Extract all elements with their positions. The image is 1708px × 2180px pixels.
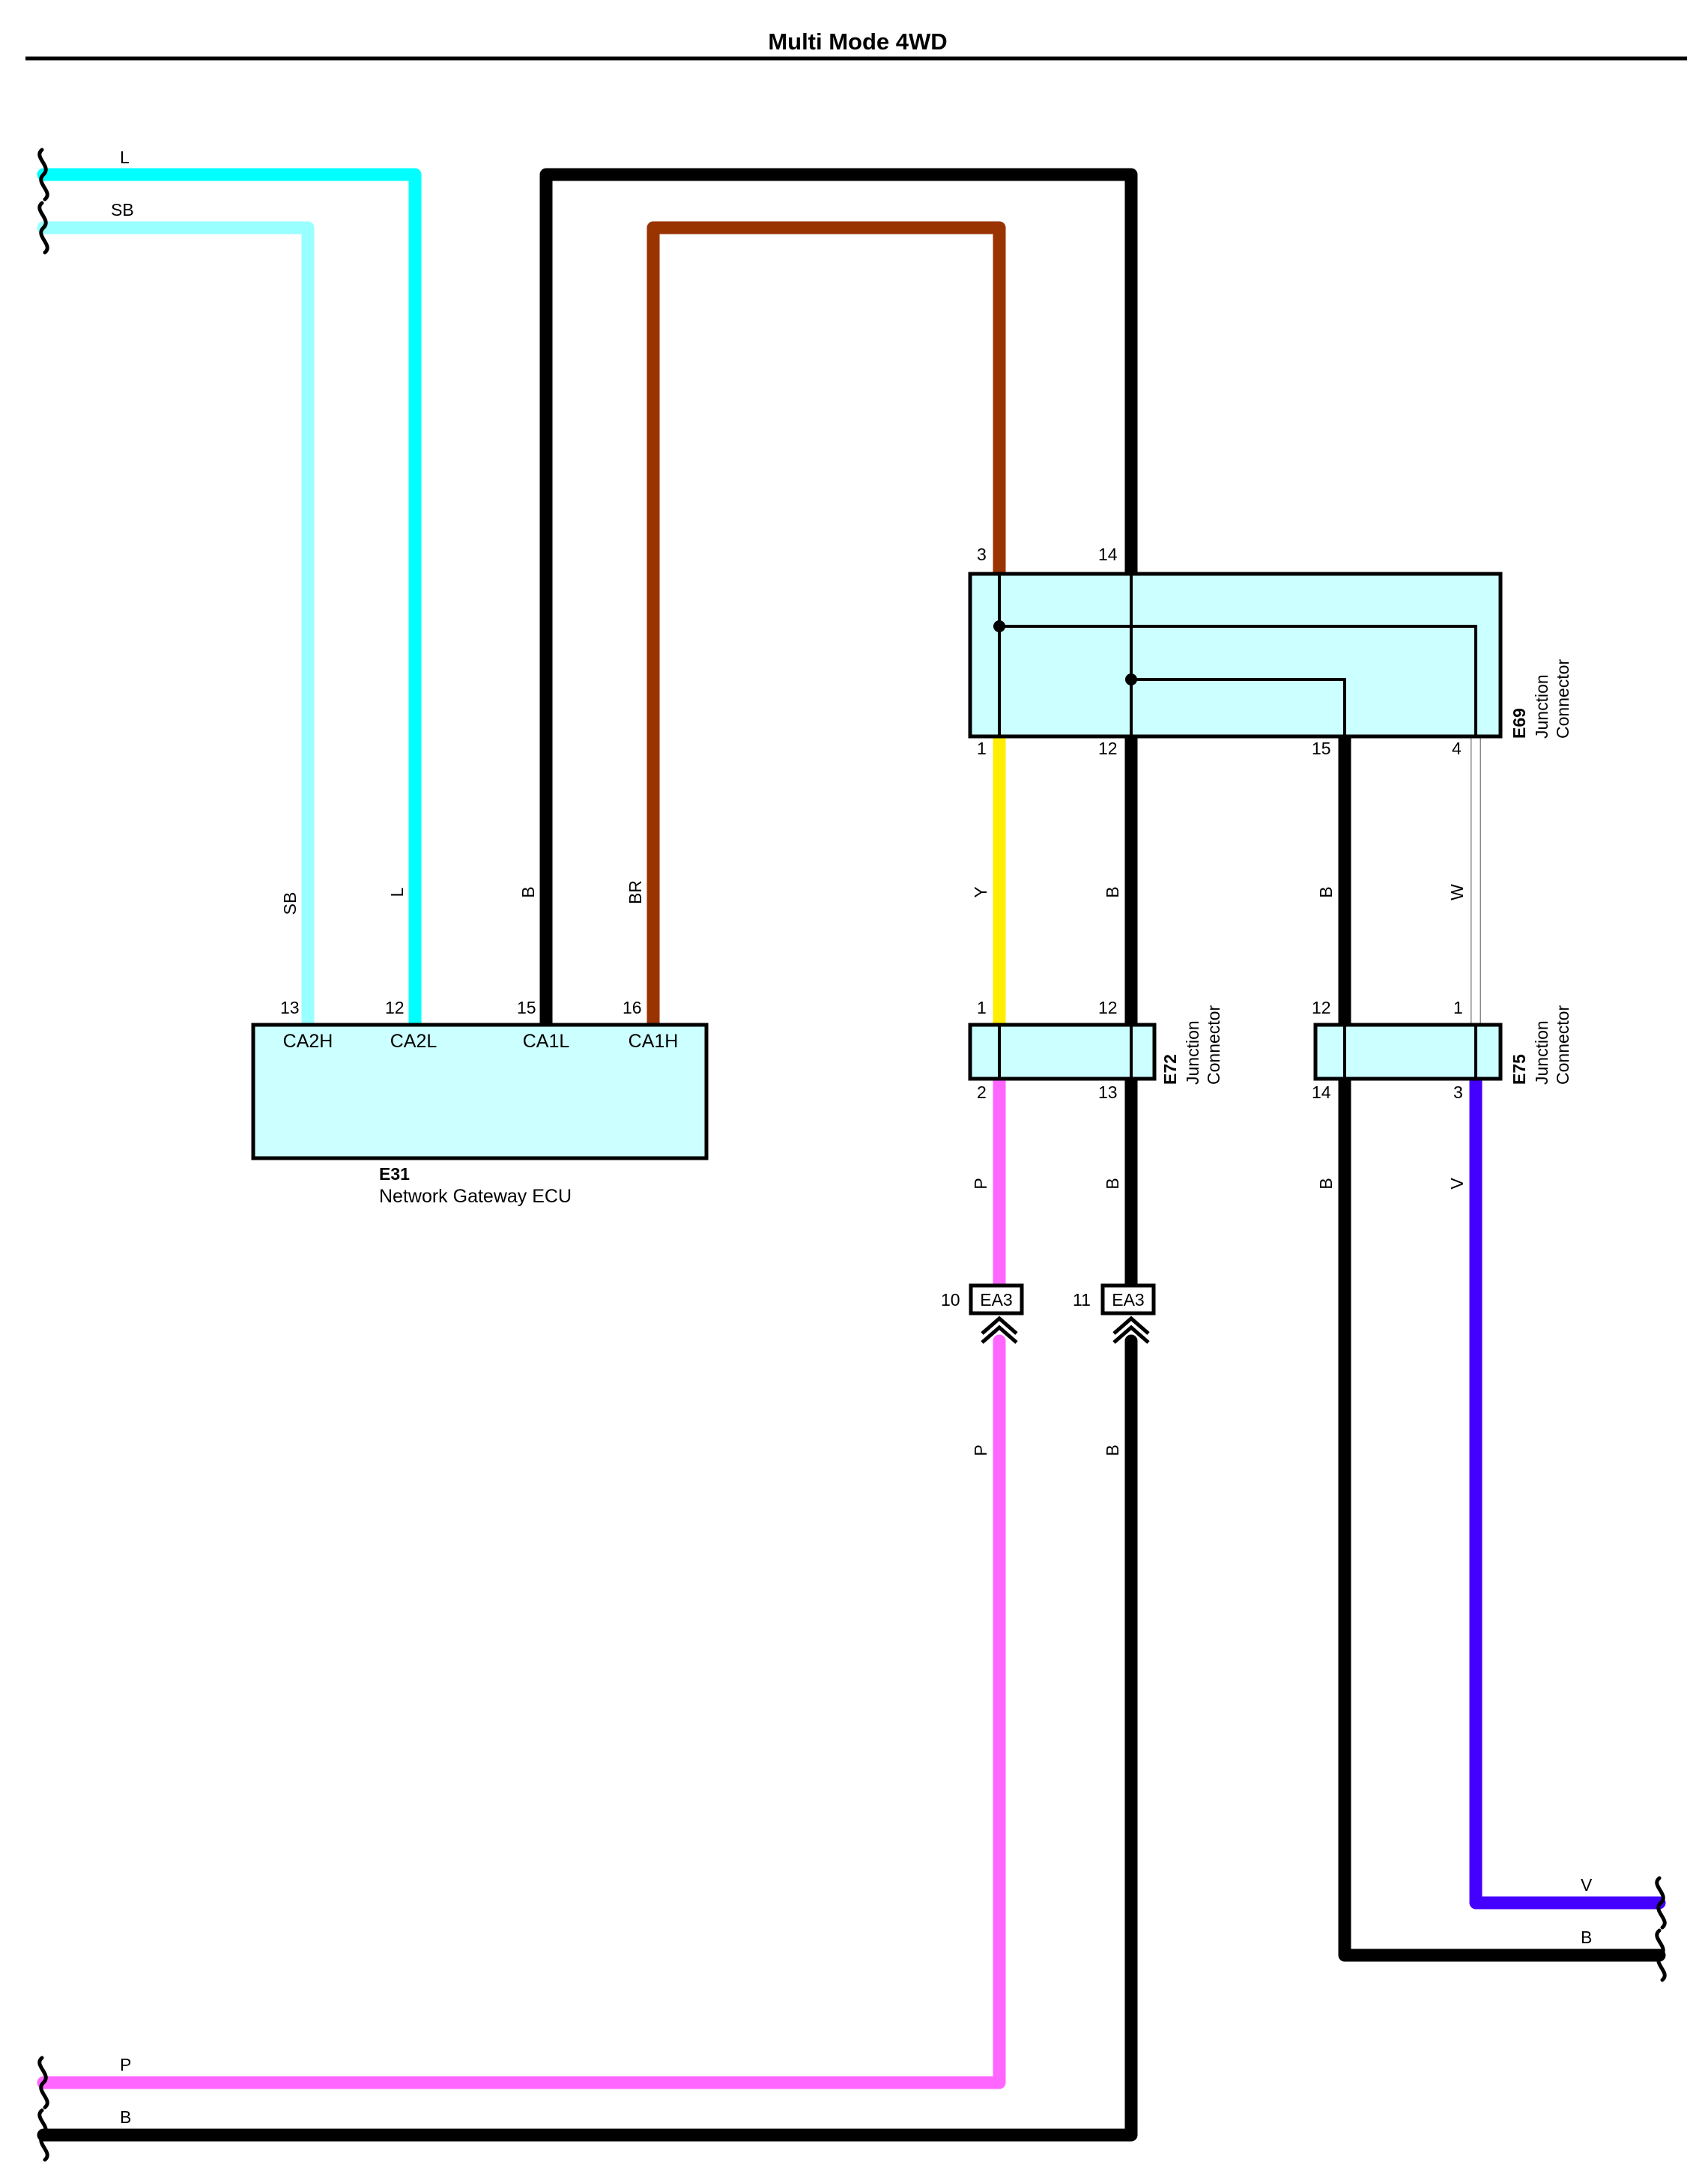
- wire-br-ecu-e69[interactable]: [646, 221, 1006, 1032]
- edge-label-b: B: [120, 2107, 131, 2127]
- edge-label-b-right: B: [1581, 1928, 1592, 1947]
- wire-color-label: V: [1447, 1178, 1467, 1190]
- edge-label-l: L: [120, 148, 130, 167]
- connector-e69[interactable]: 3 14 1 12 15 4 E69 Junction Connector: [968, 545, 1572, 758]
- pin-name: CA2L: [390, 1031, 437, 1052]
- edge-label-p: P: [120, 2055, 131, 2074]
- wire-color-label: P: [971, 1444, 990, 1456]
- connector-ea3-pin11[interactable]: EA3 11: [1073, 1283, 1156, 1344]
- pin-number: 12: [1098, 739, 1118, 758]
- pin-number: 13: [280, 998, 300, 1017]
- wire-p-ea3-left[interactable]: [37, 1334, 1006, 2089]
- pin-name: CA1L: [523, 1031, 570, 1052]
- wire-color-label: B: [1103, 1178, 1122, 1189]
- pin-number: 15: [1312, 739, 1331, 758]
- pin-number: 1: [1453, 998, 1463, 1017]
- connector-code: EA3: [1112, 1290, 1144, 1309]
- internal-bus: [998, 574, 1477, 736]
- connector-body: [1313, 1023, 1503, 1081]
- pin-number: 12: [1098, 998, 1118, 1017]
- left-wire-breaks: [37, 148, 49, 2162]
- component-code: E75: [1509, 1054, 1529, 1085]
- wire-sb-ecu[interactable]: [37, 221, 315, 1032]
- pin-number: 3: [1453, 1083, 1463, 1102]
- wires: [37, 168, 1666, 2142]
- double-chevron-icon: [981, 1315, 1018, 1344]
- wire-color-label: B: [1316, 886, 1336, 897]
- wire-color-label: B: [518, 886, 538, 897]
- connector-e75[interactable]: 12 1 14 3 E75 Junction Connector: [1312, 998, 1572, 1102]
- pin-number: 15: [517, 998, 536, 1017]
- connector-tag: [969, 1283, 1024, 1315]
- pin-number: 1: [977, 739, 987, 758]
- splice-dot: [1125, 673, 1137, 685]
- pin-number: 11: [1073, 1290, 1091, 1309]
- connector-ea3-pin10[interactable]: EA3 10: [941, 1283, 1024, 1344]
- connector-body: [968, 572, 1503, 739]
- pin-number: 2: [977, 1083, 987, 1102]
- pin-number: 1: [977, 998, 987, 1017]
- component-name-line: Junction: [1532, 1020, 1551, 1085]
- pin-number: 12: [1312, 998, 1331, 1017]
- pin-number: 14: [1312, 1083, 1331, 1102]
- pin-number: 13: [1098, 1083, 1118, 1102]
- pin-name: CA1H: [629, 1031, 679, 1052]
- diagram-title: Multi Mode 4WD: [768, 28, 947, 55]
- wire-break-icon: [37, 2056, 49, 2110]
- wire-break-icon: [37, 201, 49, 255]
- wire-color-label: Y: [971, 886, 990, 897]
- edge-label-sb: SB: [111, 200, 134, 219]
- component-code: E69: [1509, 708, 1529, 739]
- pin-number: 12: [385, 998, 405, 1017]
- wire-color-label: B: [1103, 886, 1122, 897]
- wire-color-label: B: [1103, 1444, 1122, 1456]
- splice-dot: [993, 620, 1005, 632]
- pin-number: 16: [623, 998, 642, 1017]
- wire-break-icon: [37, 2108, 49, 2162]
- wire-color-label: SB: [280, 892, 300, 915]
- wire-b-ea3-left[interactable]: [37, 1334, 1138, 2142]
- pin-number: 4: [1452, 739, 1462, 758]
- pin-number: 14: [1098, 545, 1118, 564]
- pin-number: 10: [941, 1290, 960, 1309]
- wire-break-icon: [37, 148, 49, 202]
- component-code: E31: [379, 1164, 410, 1184]
- wire-color-label: W: [1447, 884, 1467, 900]
- wire-color-label: BR: [626, 880, 645, 904]
- component-name-line: Junction: [1183, 1020, 1202, 1085]
- ecu-e31[interactable]: 13 12 15 16 CA2H CA2L CA1L CA1H E31 Netw…: [251, 998, 709, 1207]
- double-chevron-icon: [1112, 1315, 1150, 1344]
- connector-e72[interactable]: 1 12 2 13 E72 Junction Connector: [968, 998, 1223, 1102]
- component-name-line: Junction: [1532, 674, 1551, 739]
- connector-code: EA3: [980, 1290, 1012, 1309]
- wire-color-label: L: [387, 887, 407, 897]
- wire-l-ecu[interactable]: [37, 168, 422, 1032]
- wire-color-label: B: [1316, 1178, 1336, 1189]
- edge-label-v: V: [1581, 1875, 1593, 1895]
- right-wire-breaks: [1655, 1876, 1667, 1982]
- connector-tag: [1100, 1283, 1156, 1315]
- ecu-body: [251, 1023, 709, 1160]
- connector-body: [968, 1023, 1157, 1081]
- component-name-line: Connector: [1204, 1005, 1223, 1085]
- wire-b-ecu-e69[interactable]: [539, 168, 1138, 1032]
- pin-name: CA2H: [283, 1031, 333, 1052]
- wire-color-label: P: [971, 1178, 990, 1189]
- component-name: Network Gateway ECU: [379, 1186, 572, 1207]
- component-name-line: Connector: [1553, 1005, 1572, 1085]
- wire-v-e75-right[interactable]: [1469, 1072, 1666, 1910]
- wire-b-e75-right[interactable]: [1338, 1072, 1666, 1962]
- component-name-line: Connector: [1553, 659, 1572, 739]
- pin-number: 3: [977, 545, 987, 564]
- component-code: E72: [1160, 1054, 1180, 1085]
- wire-break-icon: [1655, 1928, 1667, 1982]
- wire-break-icon: [1655, 1876, 1667, 1930]
